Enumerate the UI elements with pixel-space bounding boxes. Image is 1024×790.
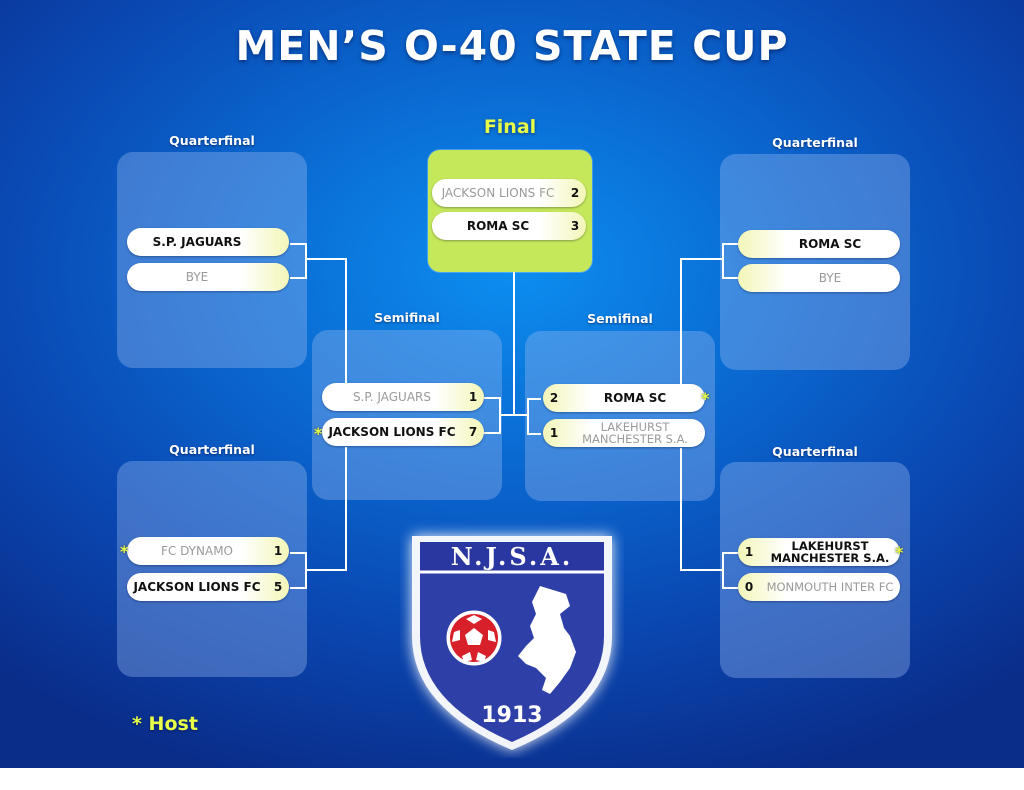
connector	[290, 587, 306, 589]
team-slot[interactable]: ROMA SC 2	[543, 384, 705, 412]
connector	[290, 243, 306, 245]
label-semifinal-right: Semifinal	[587, 311, 653, 326]
host-mark: *	[701, 389, 710, 408]
connector	[484, 432, 500, 434]
crest-letters: N.J.S.A.	[451, 542, 573, 571]
team-slot[interactable]: JACKSON LIONS FC 2	[432, 179, 586, 207]
connector	[680, 258, 682, 384]
connector	[290, 277, 306, 279]
connector	[680, 448, 682, 571]
team-slot[interactable]: ROMA SC	[738, 230, 900, 258]
team-score: 1	[549, 426, 559, 440]
team-score: 3	[570, 219, 580, 233]
label-quarterfinal-top-right: Quarterfinal	[772, 135, 858, 150]
connector	[722, 243, 724, 279]
connector	[722, 552, 738, 554]
connector	[290, 552, 306, 554]
team-score: 7	[468, 425, 478, 439]
team-score: 1	[273, 544, 283, 558]
soccer-ball-icon	[446, 610, 502, 666]
team-score: 1	[744, 545, 754, 559]
team-name: ROMA SC	[603, 391, 667, 405]
connector	[499, 414, 529, 416]
host-mark: *	[314, 424, 323, 443]
team-slot[interactable]: ROMA SC 3	[432, 212, 586, 240]
connector	[527, 398, 529, 435]
team-slot[interactable]: S.P. JAGUARS	[127, 228, 289, 256]
team-slot[interactable]: FC DYNAMO 1	[127, 537, 289, 565]
team-name: MONMOUTH INTER FC	[766, 580, 894, 594]
team-score: 2	[570, 186, 580, 200]
label-quarterfinal-bottom-left: Quarterfinal	[169, 442, 255, 457]
team-name: ROMA SC	[798, 237, 862, 251]
connector	[680, 569, 723, 571]
connector	[527, 433, 541, 435]
connector	[484, 397, 500, 399]
team-slot[interactable]: JACKSON LIONS FC 7	[322, 418, 484, 446]
panel-quarterfinal-bottom-left	[117, 461, 307, 677]
team-score: 1	[468, 390, 478, 404]
team-name: BYE	[185, 270, 209, 284]
team-score: 5	[273, 580, 283, 594]
connector	[722, 552, 724, 589]
team-score: 0	[744, 580, 754, 594]
crest-year: 1913	[481, 703, 542, 728]
team-name: JACKSON LIONS FC	[133, 580, 261, 594]
panel-semifinal-left	[312, 330, 502, 500]
team-name: LAKEHURST MANCHESTER S.A.	[770, 539, 890, 565]
connector	[722, 277, 738, 279]
panel-quarterfinal-top-left	[117, 152, 307, 368]
panel-quarterfinal-top-right	[720, 154, 910, 370]
team-slot[interactable]: LAKEHURST MANCHESTER S.A. 1	[543, 419, 705, 447]
page-title: MEN’S O-40 STATE CUP	[235, 22, 789, 70]
label-quarterfinal-top-left: Quarterfinal	[169, 133, 255, 148]
team-score: 2	[549, 391, 559, 405]
team-name: BYE	[818, 271, 842, 285]
connector	[305, 569, 347, 571]
team-slot[interactable]: LAKEHURST MANCHESTER S.A. 1	[738, 538, 900, 566]
connector	[305, 258, 347, 260]
team-name: FC DYNAMO	[161, 544, 233, 558]
team-slot[interactable]: BYE	[738, 264, 900, 292]
njsa-crest-logo: N.J.S.A. 1913	[412, 536, 612, 750]
connector	[722, 587, 738, 589]
connector	[513, 272, 515, 415]
connector	[305, 243, 307, 279]
connector	[680, 258, 723, 260]
label-quarterfinal-bottom-right: Quarterfinal	[772, 444, 858, 459]
panel-semifinal-right	[525, 331, 715, 501]
team-name: JACKSON LIONS FC	[441, 186, 555, 200]
connector	[722, 243, 738, 245]
team-slot[interactable]: BYE	[127, 263, 289, 291]
connector	[345, 447, 347, 571]
label-final: Final	[483, 116, 537, 138]
team-name: S.P. JAGUARS	[152, 235, 242, 249]
team-slot[interactable]: S.P. JAGUARS 1	[322, 383, 484, 411]
host-legend: * Host	[132, 713, 198, 735]
host-mark: *	[120, 542, 129, 561]
team-name: LAKEHURST MANCHESTER S.A.	[582, 420, 688, 446]
panel-quarterfinal-bottom-right	[720, 462, 910, 678]
panel-final	[428, 150, 592, 272]
team-slot[interactable]: MONMOUTH INTER FC 0	[738, 573, 900, 601]
bracket-stage: MEN’S O-40 STATE CUP Quarterfinal Quarte…	[0, 0, 1024, 768]
connector	[527, 398, 541, 400]
team-name: JACKSON LIONS FC	[328, 425, 456, 439]
host-mark: *	[895, 543, 904, 562]
team-name: ROMA SC	[466, 219, 530, 233]
new-jersey-map-icon	[518, 586, 576, 694]
team-name: S.P. JAGUARS	[353, 390, 431, 404]
label-semifinal-left: Semifinal	[374, 310, 440, 325]
connector	[345, 258, 347, 384]
team-slot[interactable]: JACKSON LIONS FC 5	[127, 573, 289, 601]
